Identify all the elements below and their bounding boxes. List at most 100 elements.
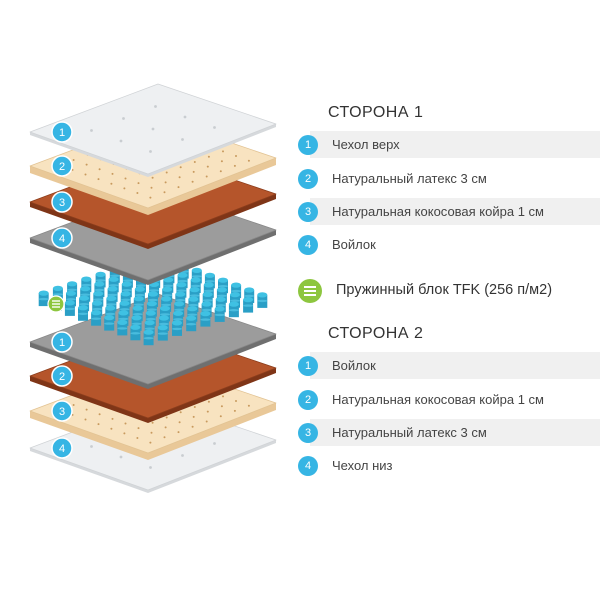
spring-coil-top xyxy=(118,310,129,316)
latex-perforation xyxy=(177,431,180,434)
spring-coil-ring xyxy=(131,322,142,325)
quilt-stitch xyxy=(90,445,93,448)
spring-coil-top xyxy=(201,301,212,307)
quilt-stitch xyxy=(213,126,216,129)
latex-perforation xyxy=(136,192,139,194)
spring-coil-top xyxy=(172,320,182,326)
latex-perforation xyxy=(123,187,126,190)
layer-marker-icon xyxy=(51,331,73,353)
spring-coil-ring xyxy=(200,318,211,321)
spring-coil-top xyxy=(66,290,76,296)
latex-perforation xyxy=(219,170,222,173)
latex-perforation xyxy=(97,423,100,426)
number-badge-icon: 1 xyxy=(298,135,318,155)
latex-perforation xyxy=(247,159,250,162)
latex-perforation xyxy=(247,404,250,407)
layer-label: Натуральный латекс 3 см xyxy=(332,425,487,440)
latex-perforation xyxy=(178,421,181,424)
layer-edge xyxy=(30,334,276,389)
spring-coil-top xyxy=(108,276,119,282)
spring-coil-top xyxy=(79,295,90,301)
latex-perforation xyxy=(205,420,208,423)
quilt-stitch xyxy=(181,454,184,457)
latex-perforation xyxy=(149,196,152,199)
latex-perforation xyxy=(165,416,168,419)
spring-coil-ring xyxy=(218,285,228,288)
spring-coil-ring xyxy=(66,298,76,301)
latex-perforation xyxy=(207,155,210,158)
spring-coil-ring xyxy=(117,327,128,330)
legend-row-side2-3: 3 Натуральный латекс 3 см xyxy=(298,419,600,446)
spring-coil-ring xyxy=(64,307,75,311)
layer-marker-number: 3 xyxy=(59,197,65,209)
spring-coil-ring xyxy=(122,279,133,282)
spring-coil-top xyxy=(131,315,142,321)
spring-coil-ring xyxy=(149,289,160,292)
spring-coil-ring xyxy=(228,309,239,312)
latex-perforation xyxy=(193,406,196,408)
layer-label: Войлок xyxy=(332,358,376,373)
spring-coil-ring xyxy=(105,312,116,316)
spring-coil-ring xyxy=(160,313,170,316)
latex-perforation xyxy=(192,170,195,173)
layer-marker-icon xyxy=(51,437,73,459)
spring-coil-ring xyxy=(187,313,198,316)
latex-perforation xyxy=(193,161,196,163)
spring-coil-top xyxy=(121,281,132,287)
spring-coil-ring xyxy=(214,313,225,317)
spring-coil-ring xyxy=(81,283,92,287)
spring-coil-ring xyxy=(172,327,182,331)
spring-block-label: Пружинный блок TFK (256 п/м2) xyxy=(336,282,553,298)
row-band xyxy=(310,131,600,158)
quilt-stitch xyxy=(122,117,125,120)
spring-coil-top xyxy=(134,286,145,292)
layer-marker-icon xyxy=(51,191,73,213)
side-2-title: СТОРОНА 2 xyxy=(328,325,424,342)
spring-coil-ring xyxy=(174,308,185,311)
spring-coil-ring xyxy=(189,294,200,297)
spring-coil-ring xyxy=(106,303,117,306)
spring-coil-top xyxy=(176,282,187,288)
latex-perforation xyxy=(98,413,101,416)
number-badge-icon: 4 xyxy=(298,235,318,255)
spring-coil-top xyxy=(161,296,172,302)
latex-perforation xyxy=(98,168,101,171)
quilt-stitch xyxy=(154,105,157,108)
latex-perforation xyxy=(85,408,88,411)
spring-coil-ring xyxy=(148,298,158,302)
spring-coil-ring xyxy=(177,279,188,283)
layer-edge xyxy=(30,124,276,177)
legend-row-side2-1: 1 Войлок xyxy=(298,352,600,379)
layer-marker-icon xyxy=(51,227,73,249)
spring-coil-ring xyxy=(186,323,197,326)
spring-coil-top xyxy=(160,305,170,311)
spring-coil-top xyxy=(91,310,102,316)
spring-block-icon xyxy=(298,279,322,303)
latex-perforation xyxy=(111,417,114,420)
latex-perforation xyxy=(136,437,139,439)
latex-perforation xyxy=(163,191,166,194)
spring-coil-top xyxy=(106,295,117,301)
spring-coil-ring xyxy=(119,308,130,311)
spring-coil-top xyxy=(95,271,106,277)
spring-coil-top xyxy=(216,287,227,293)
latex-perforation xyxy=(220,160,223,163)
spring-coil-ring xyxy=(118,317,129,321)
spring-coil-top xyxy=(230,292,240,298)
spring-coil-top xyxy=(38,290,49,296)
latex-perforation xyxy=(179,166,182,169)
latex-perforation xyxy=(111,172,114,175)
latex-perforation xyxy=(110,427,113,430)
layer-edge xyxy=(30,403,276,460)
spring-coil-ring xyxy=(202,299,213,302)
spring-coil-top xyxy=(202,291,213,297)
spring-coil-ring xyxy=(94,288,105,292)
spring-coil-top xyxy=(80,286,91,292)
latex-perforation xyxy=(137,182,140,185)
side-1-title: СТОРОНА 1 xyxy=(328,104,424,121)
spring-coil-ring xyxy=(130,332,141,335)
layer-spring-block xyxy=(38,253,268,346)
spring-coil-ring xyxy=(191,275,202,278)
spring-coil-top xyxy=(200,311,211,317)
